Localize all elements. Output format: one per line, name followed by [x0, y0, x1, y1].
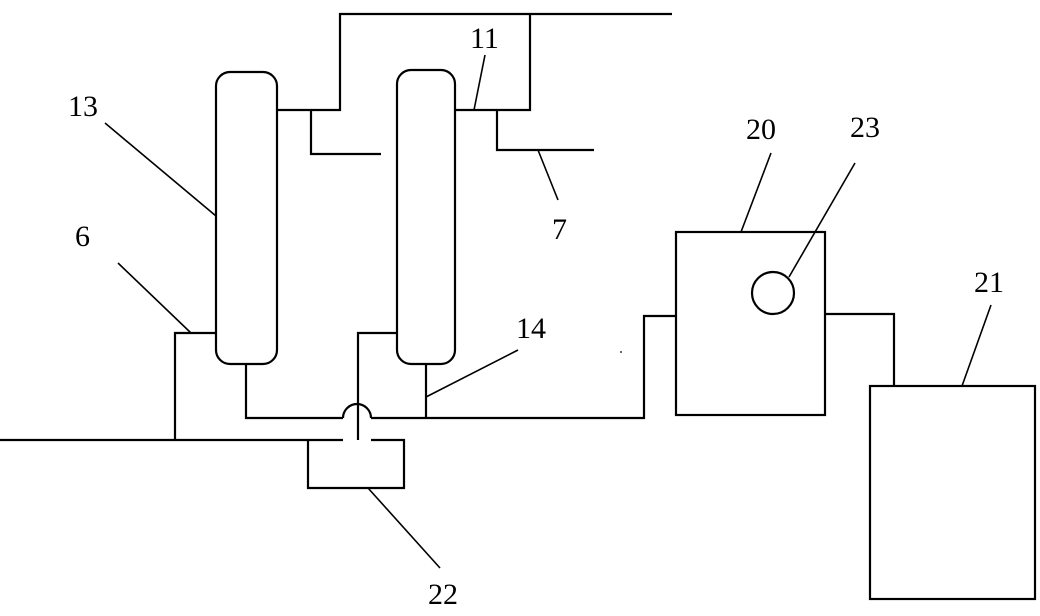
- outlet-7: [495, 110, 594, 152]
- line-20-to-21: [825, 312, 896, 386]
- label-7: 7: [552, 213, 567, 246]
- component-23: [750, 270, 796, 316]
- leader-7: [537, 149, 559, 201]
- right-column-side-inlet: [356, 331, 397, 440]
- feed-line-6: [173, 331, 216, 440]
- leader-14: [425, 349, 519, 398]
- leader-11: [473, 54, 486, 111]
- left-column-side-outlet: [309, 110, 381, 156]
- leader-22: [367, 487, 441, 569]
- leader-13: [104, 122, 217, 217]
- loop-22: [306, 438, 406, 490]
- label-14: 14: [516, 312, 546, 345]
- pipe-11: [455, 14, 532, 112]
- label-22: 22: [428, 578, 458, 611]
- column-right: [395, 68, 457, 366]
- label-20: 20: [746, 113, 776, 146]
- column-13: [214, 70, 279, 366]
- top-vapor-line: [277, 12, 672, 112]
- leader-20: [740, 152, 772, 233]
- unit-21: [868, 384, 1037, 601]
- unit-20: [674, 230, 827, 417]
- label-11: 11: [470, 22, 499, 55]
- label-6: 6: [75, 220, 90, 253]
- left-column-bottom-line: [244, 364, 343, 420]
- label-21: 21: [974, 266, 1004, 299]
- leader-21: [961, 304, 992, 387]
- leader-6: [117, 262, 192, 334]
- line-to-unit-20: [371, 314, 676, 420]
- label-23: 23: [850, 111, 880, 144]
- leader-23: [788, 162, 856, 278]
- stray-dot: [620, 351, 622, 353]
- label-13: 13: [68, 90, 98, 123]
